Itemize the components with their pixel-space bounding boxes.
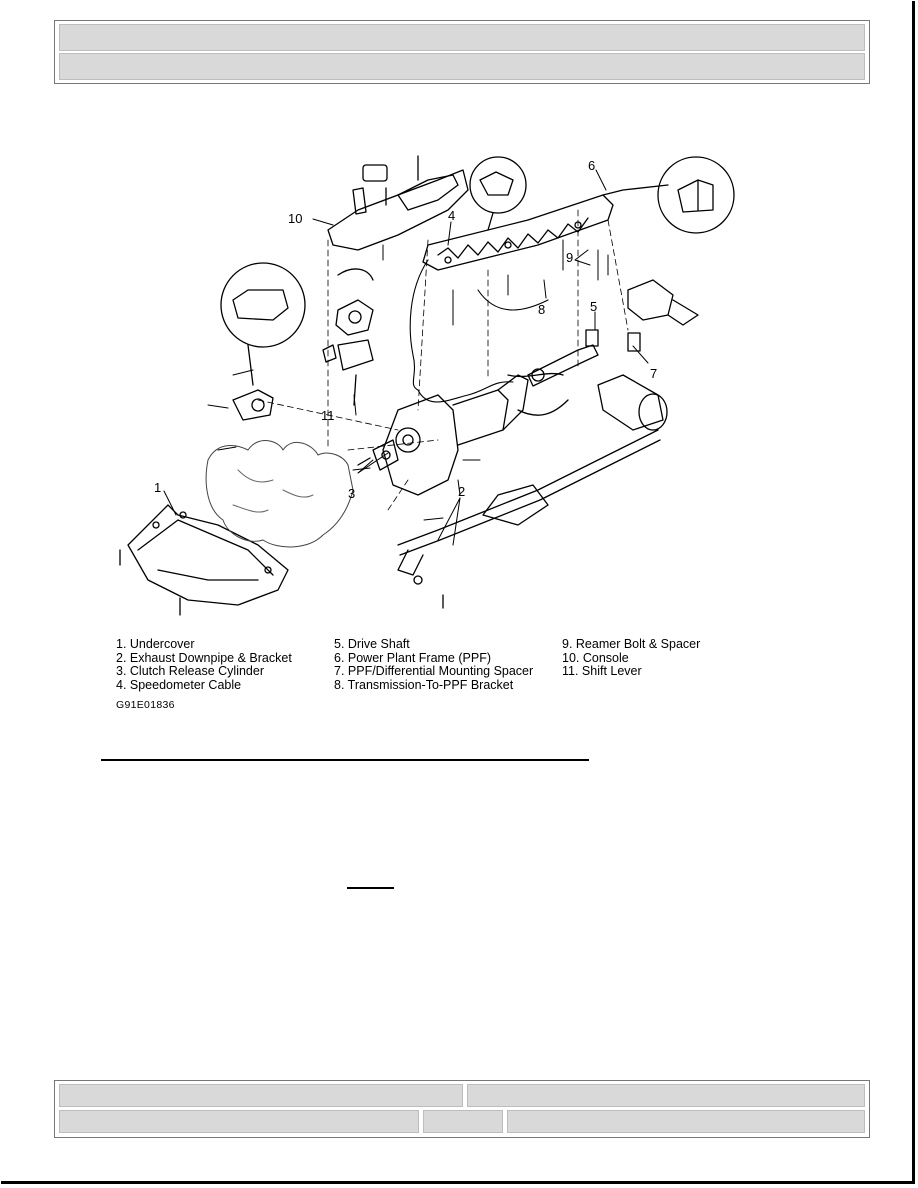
- callout-1: 1: [154, 480, 161, 495]
- callout-8: 8: [538, 302, 545, 317]
- callout-11: 11: [321, 408, 335, 423]
- speedometer-cable: [409, 259, 549, 403]
- callout-4: 4: [448, 208, 455, 223]
- starter-inset: [220, 262, 306, 421]
- legend-item-4: 4. Speedometer Cable: [116, 677, 242, 692]
- bracket-inset: [469, 156, 527, 231]
- power-plant-frame-part: [422, 184, 669, 271]
- legend-item-11: 11. Shift Lever: [562, 664, 642, 678]
- header-bar-top: [59, 24, 865, 51]
- figure-code: G91E01836: [116, 699, 175, 711]
- legend-item-9: 9. Reamer Bolt & Spacer: [562, 637, 701, 651]
- callout-2: 2: [458, 484, 465, 499]
- guide-lines: [257, 209, 629, 511]
- legend-column-3: 9. Reamer Bolt & Spacer 10. Console 11. …: [562, 637, 701, 679]
- header-bar-bottom: [59, 53, 865, 80]
- exhaust-part: [397, 374, 668, 609]
- legend-item-5: 5. Drive Shaft: [334, 637, 410, 651]
- fastener-bolts: [207, 239, 609, 521]
- callout-3: 3: [348, 486, 355, 501]
- footer-cell-5: [507, 1110, 865, 1133]
- legend-item-8: 8. Transmission-To-PPF Bracket: [334, 677, 514, 692]
- footer-cell-3: [59, 1110, 419, 1133]
- callout-leaders: [163, 169, 649, 546]
- legend-item-7: 7. PPF/Differential Mounting Spacer: [334, 664, 534, 678]
- callout-9: 9: [566, 250, 573, 265]
- mount-inset: [657, 156, 735, 234]
- page-footer: [54, 1080, 870, 1138]
- callout-7: 7: [650, 366, 657, 381]
- page-header: [54, 20, 870, 84]
- section-divider: [101, 759, 589, 761]
- exploded-view-diagram: 1 2 3 4 5 6 7 8 9 10 11: [108, 150, 748, 620]
- legend-item-1: 1. Undercover: [116, 637, 195, 651]
- differential-mount-part: [627, 279, 699, 352]
- short-underline: [347, 887, 394, 889]
- legend-item-3: 3. Clutch Release Cylinder: [116, 664, 264, 678]
- legend-item-10: 10. Console: [562, 650, 629, 665]
- drive-shaft-part: [527, 329, 599, 387]
- shift-lever-part: [322, 268, 374, 406]
- console-part: [327, 155, 469, 251]
- footer-cell-2: [467, 1084, 865, 1107]
- callout-5: 5: [590, 299, 597, 314]
- footer-cell-4: [423, 1110, 503, 1133]
- undercover-part: [119, 504, 289, 616]
- legend-item-6: 6. Power Plant Frame (PPF): [334, 650, 491, 665]
- callout-10: 10: [288, 211, 302, 226]
- legend-item-2: 2. Exhaust Downpipe & Bracket: [116, 650, 292, 665]
- clutch-release-cylinder-part: [357, 439, 399, 471]
- legend-column-2: 5. Drive Shaft 6. Power Plant Frame (PPF…: [334, 637, 534, 692]
- callout-6: 6: [588, 158, 595, 173]
- legend-column-1: 1. Undercover 2. Exhaust Downpipe & Brac…: [116, 637, 292, 692]
- footer-cell-1: [59, 1084, 463, 1107]
- engine-outline: [205, 440, 354, 548]
- transmission-part: [382, 372, 569, 496]
